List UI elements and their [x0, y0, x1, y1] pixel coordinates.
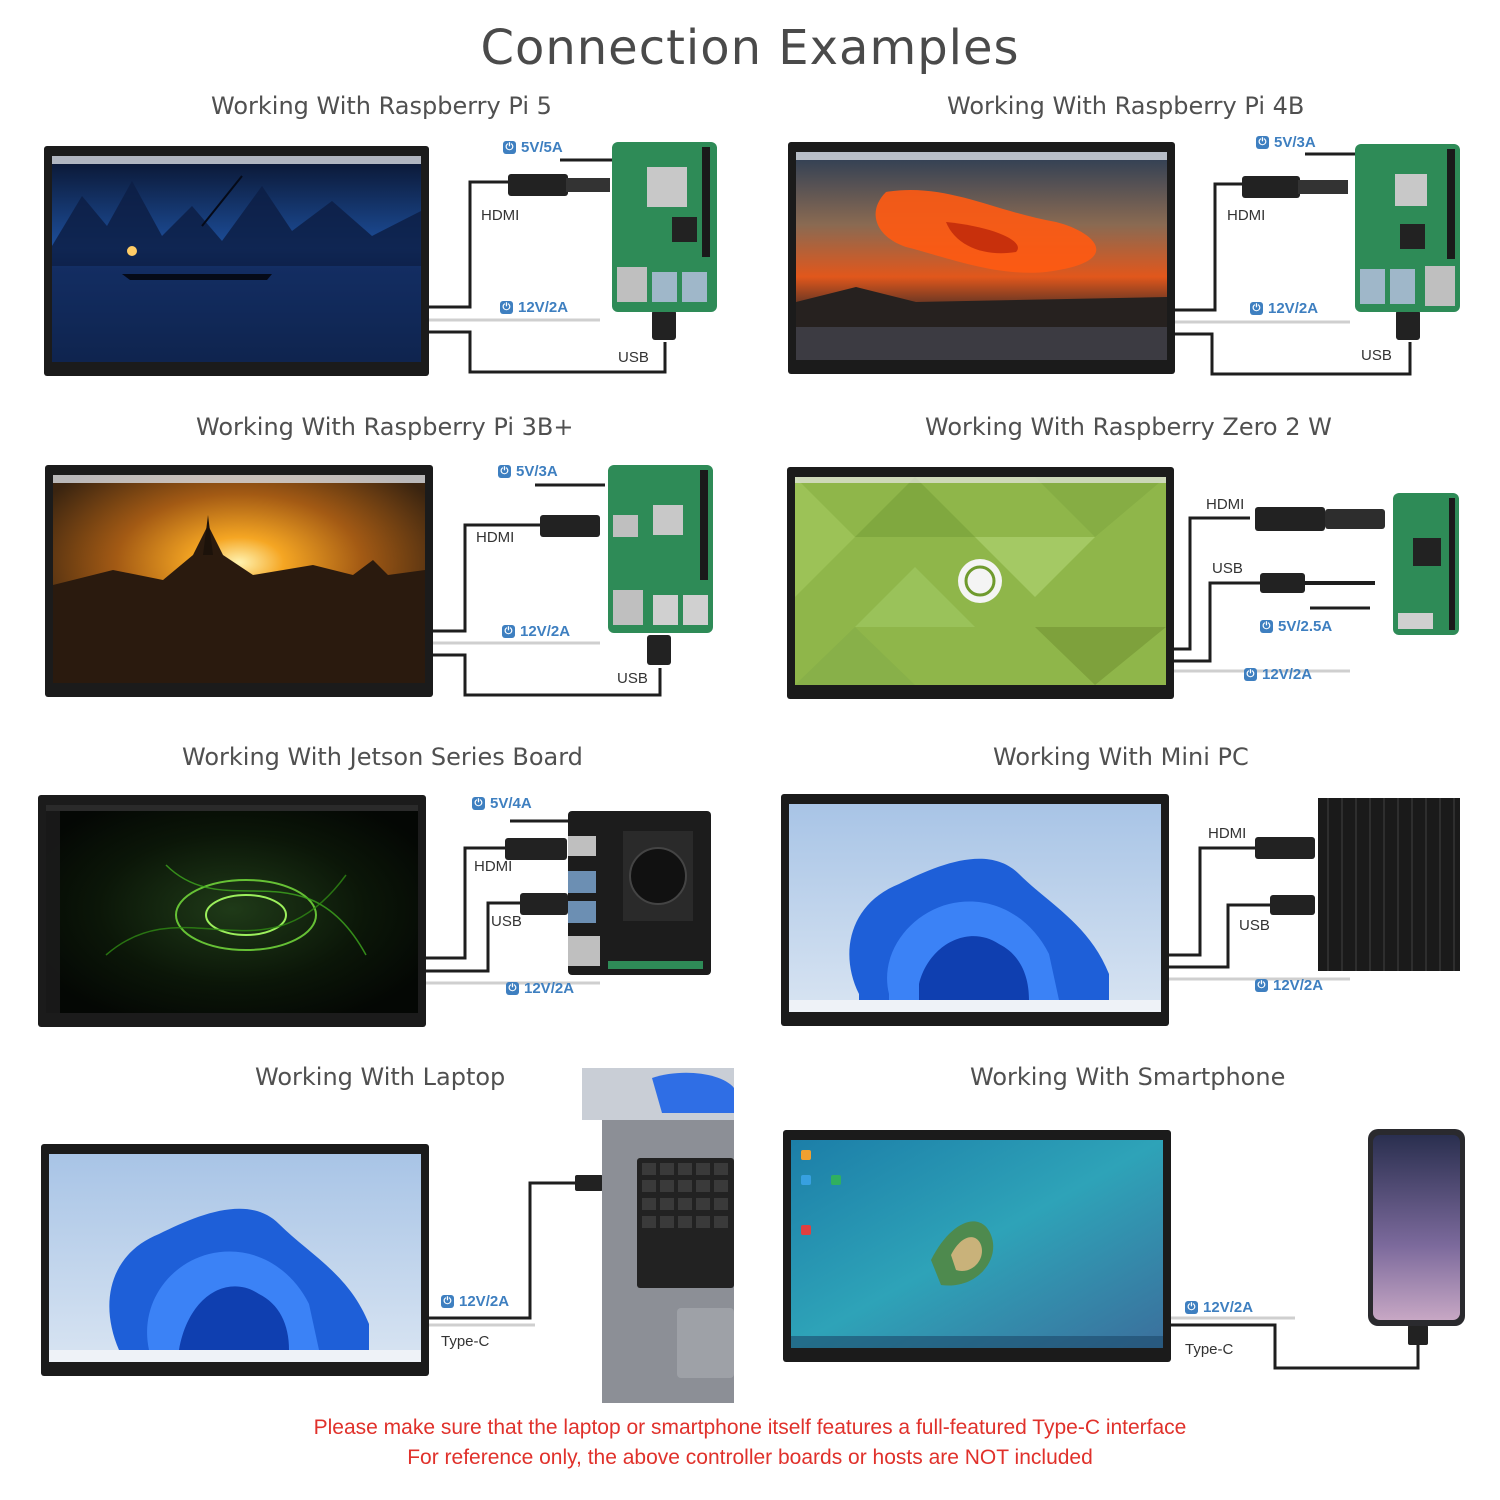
monitor — [783, 1130, 1171, 1362]
power-input-label: ⏻5V/4A — [472, 795, 532, 812]
power-icon: ⏻ — [1260, 620, 1273, 633]
usb-label: USB — [491, 913, 522, 930]
panel-laptop: Working With Laptop Type-C — [0, 1063, 750, 1403]
power-icon: ⏻ — [1244, 668, 1257, 681]
monitor — [38, 795, 426, 1027]
wallpaper-green-swirl — [46, 805, 418, 1013]
power-icon: ⏻ — [1255, 979, 1268, 992]
power-icon: ⏻ — [498, 465, 511, 478]
panel-title: Working With Raspberry Zero 2 W — [925, 413, 1332, 441]
power-icon: ⏻ — [472, 797, 485, 810]
raspberry-pi-3b-plus-board — [608, 465, 713, 633]
panel-title: Working With Raspberry Pi 5 — [211, 92, 552, 120]
panel-title: Working With Raspberry Pi 4B — [947, 92, 1305, 120]
power-icon: ⏻ — [1185, 1301, 1198, 1314]
panel-title: Working With Laptop — [255, 1063, 506, 1091]
page-title: Connection Examples — [480, 20, 1020, 76]
laptop — [582, 1068, 734, 1403]
power-input-label: ⏻5V/2.5A — [1260, 618, 1332, 635]
panel-raspberry-pi-5: Working With Raspberry Pi 5 — [0, 92, 750, 422]
monitor-screen — [791, 1140, 1163, 1348]
usb-label: USB — [617, 670, 648, 687]
power-icon: ⏻ — [502, 625, 515, 638]
power-icon: ⏻ — [1256, 136, 1269, 149]
monitor — [781, 794, 1169, 1026]
hdmi-label: HDMI — [476, 529, 515, 546]
cables — [426, 819, 600, 985]
cables — [429, 158, 676, 374]
typec-label: Type-C — [441, 1333, 490, 1350]
monitor-screen — [52, 156, 421, 362]
monitor-power-label: ⏻12V/2A — [1244, 666, 1312, 683]
wallpaper-windows-bloom — [49, 1154, 421, 1362]
smartphone — [1368, 1129, 1465, 1326]
monitor-screen — [46, 805, 418, 1013]
monitor — [44, 146, 429, 376]
power-input-label: ⏻5V/5A — [503, 139, 563, 156]
usb-label: USB — [1239, 917, 1270, 934]
panel-title: Working With Raspberry Pi 3B+ — [196, 413, 574, 441]
power-icon: ⏻ — [503, 141, 516, 154]
cables — [1174, 507, 1385, 673]
cables — [1175, 152, 1420, 376]
wallpaper-windows-bloom — [789, 804, 1161, 1012]
note-reference: For reference only, the above controller… — [407, 1446, 1093, 1469]
usb-label: USB — [618, 349, 649, 366]
monitor — [41, 1144, 429, 1376]
wallpaper-ocean-island — [791, 1140, 1163, 1348]
panel-title: Working With Mini PC — [993, 743, 1249, 771]
hdmi-label: HDMI — [474, 858, 513, 875]
monitor-power-label: ⏻12V/2A — [502, 623, 570, 640]
wallpaper-temple-sunrise — [53, 475, 425, 683]
monitor-power-label: ⏻12V/2A — [441, 1293, 509, 1310]
monitor — [45, 465, 433, 697]
monitor — [787, 467, 1174, 699]
usb-label: USB — [1361, 347, 1392, 364]
wallpaper-green-triangles — [795, 477, 1166, 685]
monitor-screen — [53, 475, 425, 683]
jetson-board — [568, 811, 711, 975]
panel-title: Working With Jetson Series Board — [182, 743, 583, 771]
power-icon: ⏻ — [441, 1295, 454, 1308]
hdmi-label: HDMI — [1208, 825, 1247, 842]
panel-mini-pc: Working With Mini PC HDMI USB — [750, 743, 1500, 1073]
panel-raspberry-zero-2w: Working With Raspberry Zero 2 W — [750, 413, 1500, 743]
power-icon: ⏻ — [500, 301, 513, 314]
panel-jetson-series: Working With Jetson Series Board — [0, 743, 750, 1073]
monitor-screen — [789, 804, 1161, 1012]
power-icon: ⏻ — [506, 982, 519, 995]
monitor — [788, 142, 1175, 374]
note-typec: Please make sure that the laptop or smar… — [313, 1416, 1187, 1439]
cables — [1171, 1316, 1428, 1370]
monitor-screen — [796, 152, 1167, 360]
panel-raspberry-pi-4b: Working With Raspberry Pi 4B HDM — [750, 92, 1500, 422]
monitor-power-label: ⏻12V/2A — [506, 980, 574, 997]
mini-pc-box — [1318, 798, 1460, 971]
monitor-screen — [795, 477, 1166, 685]
hdmi-label: HDMI — [1227, 207, 1266, 224]
typec-label: Type-C — [1185, 1341, 1234, 1358]
panel-raspberry-pi-3b-plus: Working With Raspberry Pi 3B+ HDMI USB ⏻… — [0, 413, 750, 743]
monitor-power-label: ⏻12V/2A — [500, 299, 568, 316]
power-input-label: ⏻5V/3A — [498, 463, 558, 480]
wallpaper-sunset-clouds — [796, 152, 1167, 360]
panel-title: Working With Smartphone — [970, 1063, 1286, 1091]
power-input-label: ⏻5V/3A — [1256, 134, 1316, 151]
power-icon: ⏻ — [1250, 302, 1263, 315]
raspberry-pi-4b-board — [1355, 144, 1460, 312]
monitor-power-label: ⏻12V/2A — [1185, 1299, 1253, 1316]
raspberry-pi-5-board — [612, 142, 717, 312]
raspberry-zero-2w-board — [1393, 493, 1459, 635]
hdmi-label: HDMI — [481, 207, 520, 224]
usb-label: USB — [1212, 560, 1243, 577]
monitor-power-label: ⏻12V/2A — [1250, 300, 1318, 317]
hdmi-label: HDMI — [1206, 496, 1245, 513]
monitor-power-label: ⏻12V/2A — [1255, 977, 1323, 994]
cables — [429, 1175, 603, 1327]
monitor-screen — [49, 1154, 421, 1362]
wallpaper-lake-night — [52, 156, 421, 362]
cables — [433, 483, 671, 697]
panel-smartphone: Working With Smartphone Type-C ⏻12V/2A — [750, 1063, 1500, 1393]
